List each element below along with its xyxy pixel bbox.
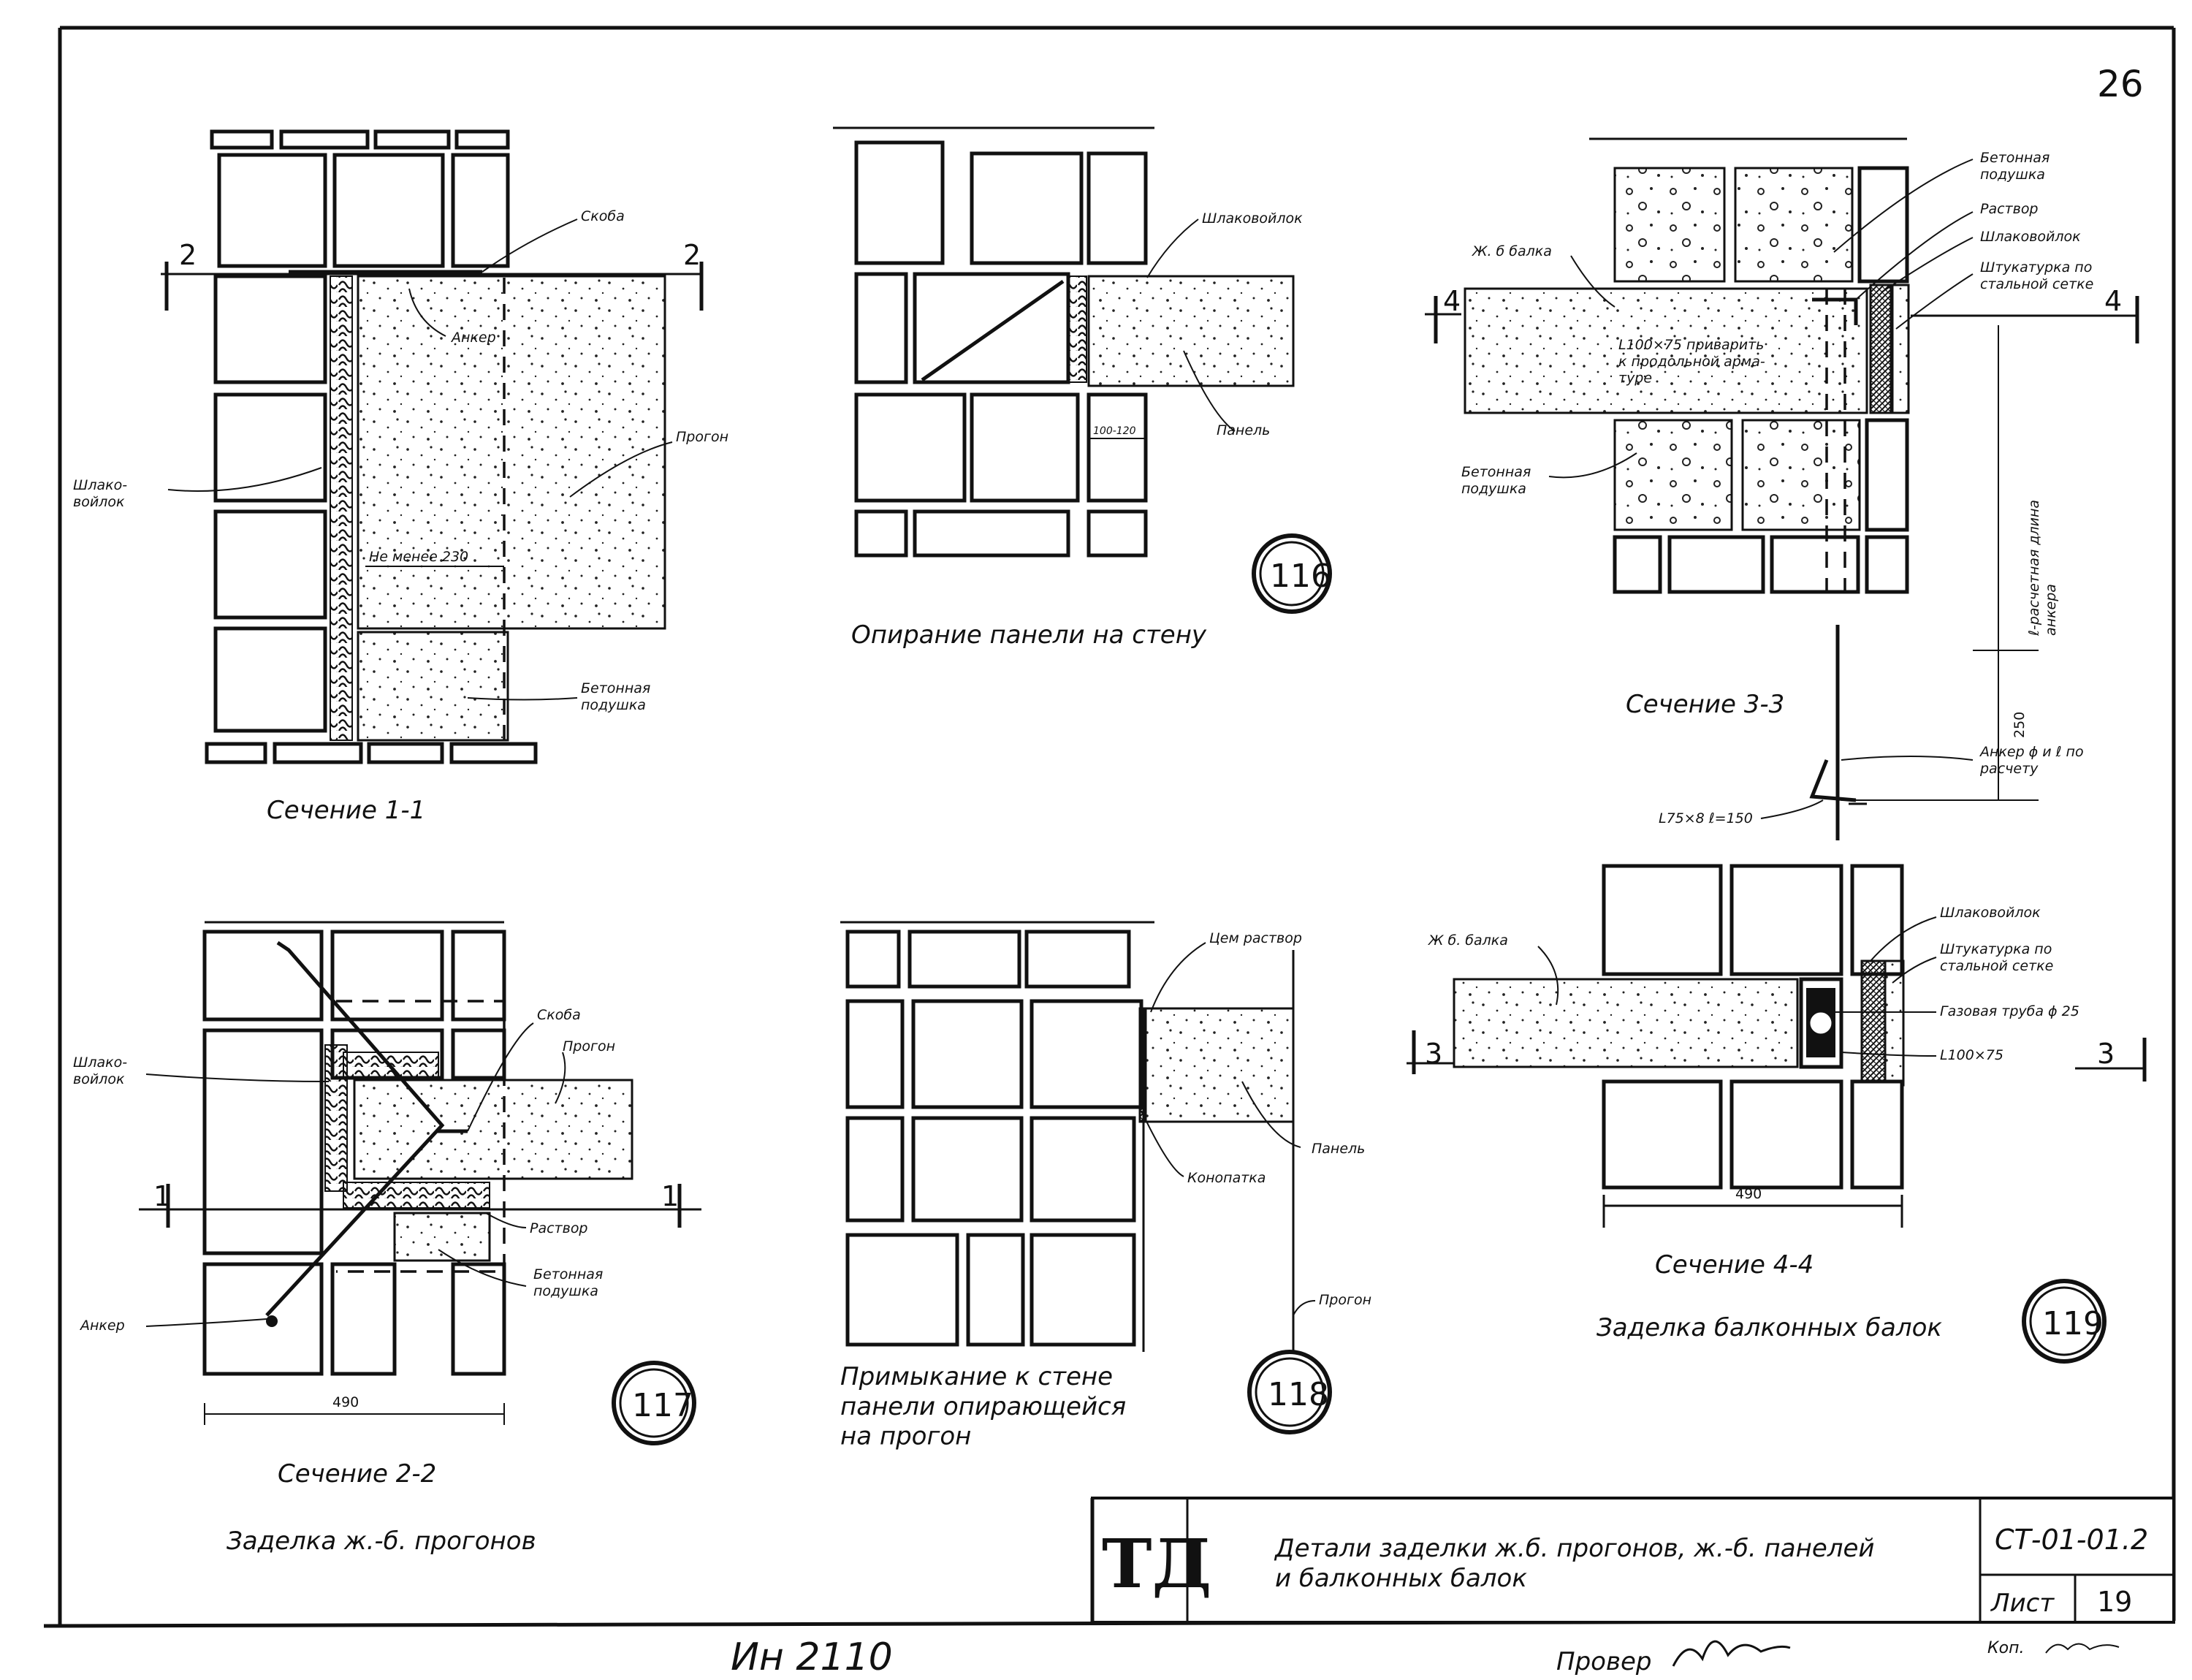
fig-119-label-angle: L100×75 [1940,1047,2003,1063]
fig-118-label-progon: Прогон [1319,1292,1371,1308]
fig-119-label-wool: Шлаковойлок [1940,905,2041,921]
fig-117-label-wool: Шлако-войлок [73,1054,127,1087]
fig-119-label-pipe: Газовая труба ϕ 25 [1940,1003,2079,1019]
fig-119-cut-right: 3 [2097,1038,2115,1070]
fig-119-number-circle [2022,1279,2107,1364]
section-3-3-caption: Сечение 3-3 [1626,690,1784,719]
section-3-3-label-wool: Шлаковойлок [1980,229,2081,245]
section-3-3-drawing [1425,137,2139,840]
section-1-1-leaders [167,218,673,701]
fig-117-drawing [139,921,701,1425]
section-1-1-label-wool: Шлако-войлок [73,477,127,510]
fig-116-drawing [833,126,1295,558]
title-block [1090,1497,2175,1624]
section-1-1-cut-right: 2 [683,239,701,271]
fig-117-cut-left: 1 [153,1180,171,1212]
section-1-1-caption: Сечение 1-1 [267,796,425,825]
fig-117-leaders [145,1022,566,1327]
section-3-3-leaders [1548,159,1974,819]
fig-116-leaders [1146,218,1236,432]
section-1-1-label-skoba: Скоба [581,208,625,224]
page-number: 26 [2097,63,2144,105]
fig-117-cut-right: 1 [661,1180,679,1212]
section-3-3-label-l75: L75×8 ℓ=150 [1659,810,1753,826]
fig-117-number: 117 [632,1387,693,1424]
fig-117-subcaption: Заделка ж.-б. прогонов [227,1527,536,1556]
fig-118-drawing [840,921,1295,1352]
fig-118-label-caulk: Конопатка [1187,1170,1266,1186]
fig-116-caption: Опирание панели на стену [851,620,1207,650]
section-3-3-label-len: ℓ-расчетная длинаанкера [2026,500,2059,636]
section-1-1-label-progon: Прогон [676,429,728,445]
section-3-3-label-mortar: Раствор [1980,201,2039,217]
fig-118-leaders [1141,942,1316,1316]
fig-119-drawing [1407,864,2147,1228]
fig-118-label-mortar: Цем раствор [1209,930,1302,946]
fig-117-label-mortar: Раствор [530,1220,588,1236]
fig-116-number-circle [1252,533,1332,614]
fig-119-dim: 490 [1735,1186,1762,1202]
fig-119-caption: Сечение 4-4 [1655,1250,1814,1280]
section-3-3-label-beam: Ж. б балка [1472,243,1552,259]
fig-118-label-panel: Панель [1312,1141,1365,1157]
fig-117-number-circle [612,1361,696,1445]
fig-119-cut-left: 3 [1425,1038,1442,1070]
title-block-code: СТ-01-01.2 [1995,1524,2148,1556]
section-3-3-cut-left: 4 [1443,285,1461,317]
fig-117-dim: 490 [332,1394,359,1410]
section-1-1-label-min: Не менее 230 [369,549,468,565]
fig-119-label-beam: Ж б. балка [1428,932,1508,949]
title-block-sheet-no: 19 [2097,1586,2132,1618]
fig-116-label-wool: Шлаковойлок [1202,210,1303,227]
fig-117-label-progon: Прогон [563,1038,615,1054]
section-1-1-label-anchor: Анкер [450,330,496,346]
fig-119-number: 119 [2042,1305,2104,1342]
handwritten-copied: Коп. [1987,1639,2024,1657]
handwritten-inventory: Ин 2110 [731,1635,893,1679]
fig-119-leaders [1537,916,1937,1057]
fig-118-number: 118 [1268,1376,1329,1413]
fig-117-label-anchor: Анкер [79,1318,125,1334]
fig-118-number-circle [1247,1350,1332,1434]
fig-116-label-panel: Панель [1217,422,1270,438]
fig-117-label-skoba: Скоба [537,1007,581,1023]
title-block-title: Детали заделки ж.б. прогонов, ж.-б. пане… [1274,1534,1875,1593]
fig-119-subcaption: Заделка балконных балок [1597,1313,1942,1342]
title-block-logo: ТД [1102,1524,1211,1603]
section-1-1-drawing [161,129,704,764]
title-block-sheet-label: Лист [1990,1589,2055,1618]
section-3-3-cut-right: 4 [2104,285,2122,317]
fig-116-dim: 100-120 [1093,425,1136,437]
section-3-3-dim-250: 250 [2012,712,2028,738]
section-1-1-cut-left: 2 [179,239,197,271]
fig-117-caption: Сечение 2-2 [278,1459,436,1489]
signature-checked [1672,1640,1791,1667]
signature-copied [2045,1643,2120,1654]
handwritten-checked: Провер [1556,1647,1652,1676]
fig-116-number: 116 [1270,558,1331,595]
